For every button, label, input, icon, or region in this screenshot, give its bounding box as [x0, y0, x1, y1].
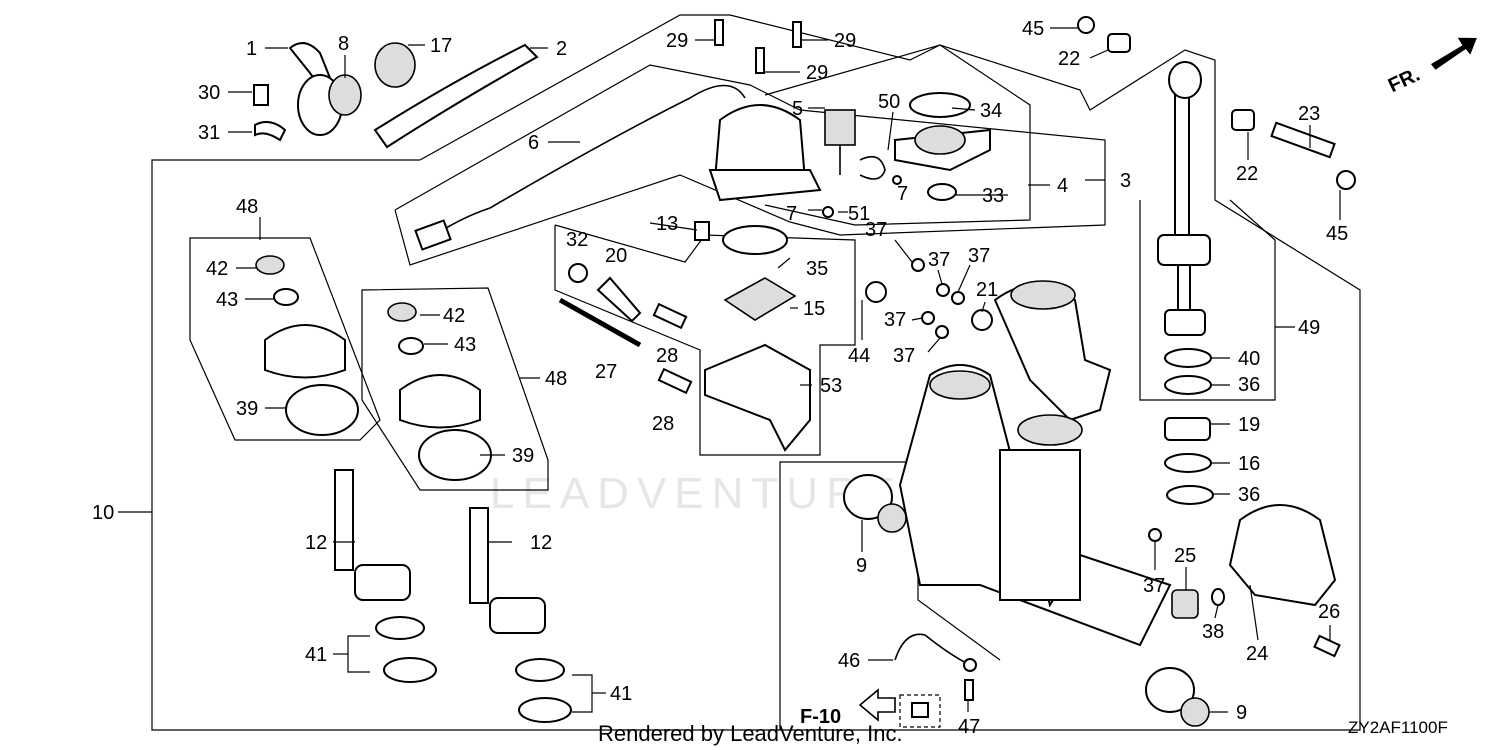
callout-labels: 1 2 3 4 5 6 7 7 8 9 9 10 12 12 13 15 16 … [92, 18, 1348, 738]
callout-53: 53 [820, 375, 842, 397]
callout-30: 30 [198, 82, 220, 104]
front-label: FR. [1385, 64, 1423, 98]
callout-39b: 39 [512, 445, 534, 467]
callout-35: 35 [806, 258, 828, 280]
callout-51: 51 [848, 203, 870, 225]
callout-43b: 43 [454, 334, 476, 356]
callout-37e: 37 [893, 345, 915, 367]
callout-29c: 29 [806, 62, 828, 84]
callout-33: 33 [982, 185, 1004, 207]
callout-39a: 39 [236, 398, 258, 420]
callout-37f: 37 [1143, 575, 1165, 597]
callout-31: 31 [198, 122, 220, 144]
callout-44: 44 [848, 345, 870, 367]
callout-5: 5 [792, 98, 803, 120]
callout-23: 23 [1298, 103, 1320, 125]
callout-28b: 28 [652, 413, 674, 435]
callout-29b: 29 [834, 30, 856, 52]
callout-48a: 48 [236, 196, 258, 218]
callout-12b: 12 [530, 532, 552, 554]
callout-6: 6 [528, 132, 539, 154]
callout-25: 25 [1174, 545, 1196, 567]
callout-8: 8 [338, 33, 349, 55]
callout-45a: 45 [1022, 18, 1044, 40]
callout-22a: 22 [1058, 48, 1080, 70]
callout-50: 50 [878, 91, 900, 113]
callout-29a: 29 [666, 30, 688, 52]
bolt-icon [911, 702, 929, 718]
callout-41a: 41 [305, 644, 327, 666]
credit-text: Rendered by LeadVenture, Inc. [598, 721, 903, 746]
ref-arrow-icon [858, 688, 896, 722]
callout-13: 13 [656, 213, 678, 235]
leader-lines [118, 27, 1341, 713]
callout-49: 49 [1298, 317, 1320, 339]
callout-48b: 48 [545, 368, 567, 390]
ref-label: F-10 [800, 706, 841, 728]
callout-45b: 45 [1326, 223, 1348, 245]
callout-7b: 7 [786, 203, 797, 225]
callout-7a: 7 [897, 183, 908, 205]
callout-37a: 37 [865, 219, 887, 241]
callout-24: 24 [1246, 643, 1268, 665]
callout-2: 2 [556, 38, 567, 60]
group-outlines [151, 14, 1361, 731]
callout-21: 21 [976, 279, 998, 301]
callout-46: 46 [838, 650, 860, 672]
callout-37d: 37 [884, 309, 906, 331]
callout-36a: 36 [1238, 374, 1260, 396]
callout-1: 1 [246, 38, 257, 60]
callout-28a: 28 [656, 345, 678, 367]
callout-4: 4 [1057, 175, 1068, 197]
callout-32: 32 [566, 229, 588, 251]
callout-9b: 9 [1236, 702, 1247, 724]
callout-36b: 36 [1238, 484, 1260, 506]
callout-20: 20 [605, 245, 627, 267]
callout-37c: 37 [968, 245, 990, 267]
callout-34: 34 [980, 100, 1002, 122]
callout-27: 27 [595, 361, 617, 383]
callout-19: 19 [1238, 414, 1260, 436]
bolt-box [899, 694, 941, 728]
callout-26: 26 [1318, 601, 1340, 623]
callout-38: 38 [1202, 621, 1224, 643]
diagram-code: ZY2AF1100F [1348, 718, 1448, 737]
callout-42a: 42 [206, 258, 228, 280]
callout-9a: 9 [856, 555, 867, 577]
callout-17: 17 [430, 35, 452, 57]
callout-12a: 12 [305, 532, 327, 554]
callout-47: 47 [958, 716, 980, 738]
watermark-text: LEADVENTURE [490, 469, 903, 518]
callout-22b: 22 [1236, 163, 1258, 185]
callout-42b: 42 [443, 305, 465, 327]
callout-16: 16 [1238, 453, 1260, 475]
front-arrow-icon: FR. [1385, 37, 1477, 98]
callout-43a: 43 [216, 289, 238, 311]
callout-10: 10 [92, 502, 114, 524]
callout-15: 15 [803, 298, 825, 320]
callout-3: 3 [1120, 170, 1131, 192]
callout-40: 40 [1238, 348, 1260, 370]
part-shapes [253, 16, 1356, 727]
callout-37b: 37 [928, 249, 950, 271]
callout-41b: 41 [610, 683, 632, 705]
